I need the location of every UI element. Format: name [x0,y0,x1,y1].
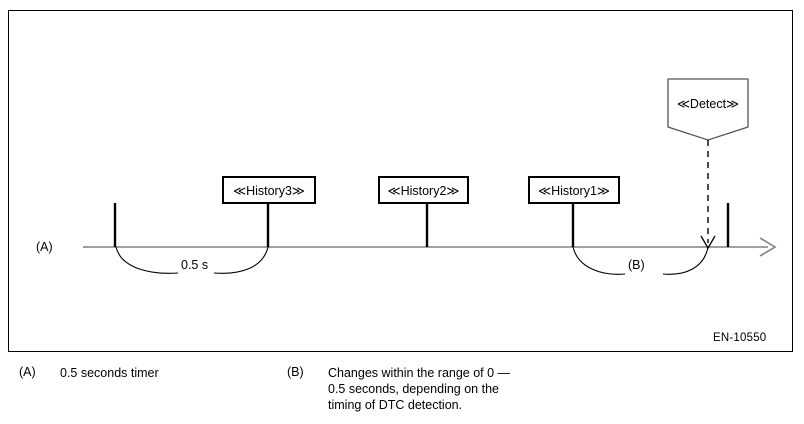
span-arc-b-left [572,246,626,275]
span-arc-05s-right [213,246,269,274]
event-box-history3[interactable]: ≪History3≫ [222,176,316,204]
legend-body-a: 0.5 seconds timer [60,365,159,381]
event-box-history1[interactable]: ≪History1≫ [528,176,620,204]
event-box-history3-label: ≪History3≫ [232,183,305,198]
detect-pentagon [667,78,749,141]
axis-label-a: (A) [36,240,53,254]
legend-body-b: Changes within the range of 0 — 0.5 seco… [328,365,510,413]
span-label-05s: 0.5 s [178,258,212,272]
detect-label: ≪Detect≫ [676,97,740,111]
legend-b-line-2: 0.5 seconds, depending on the [328,382,499,396]
legend-b-line-1: Changes within the range of 0 — [328,366,511,380]
legend-b-line-3: timing of DTC detection. [328,398,463,412]
span-arc-05s-left [115,246,179,274]
event-box-history2[interactable]: ≪History2≫ [378,176,469,204]
event-box-history1-label: ≪History1≫ [537,183,610,198]
span-arc-b-right [662,246,709,275]
legend-tag-a: (A) [19,365,36,379]
event-box-history2-label: ≪History2≫ [387,183,460,198]
timeline-arrowhead [759,237,777,257]
legend-a-line-1: 0.5 seconds timer [60,366,159,380]
span-label-b: (B) [625,258,648,272]
reference-code: EN-10550 [713,332,767,344]
legend-tag-b: (B) [287,365,304,379]
